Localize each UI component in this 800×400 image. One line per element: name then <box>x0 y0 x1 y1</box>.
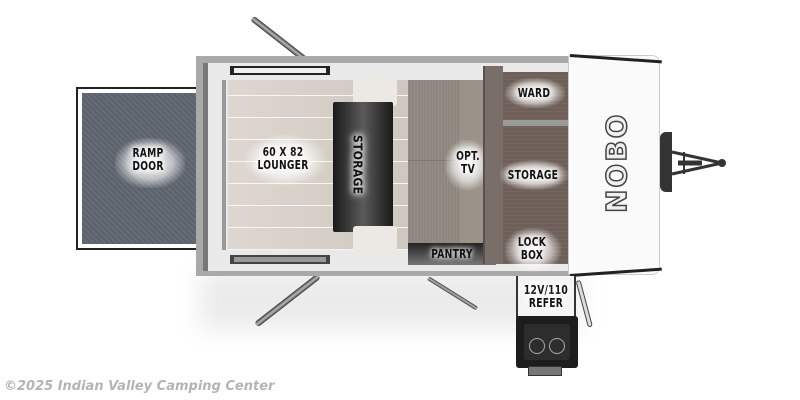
pantry <box>408 243 496 265</box>
ward-label: WARD <box>517 86 551 100</box>
lounger-label: 60 X 82 LOUNGER <box>257 145 309 172</box>
refer-label: 12V/110 REFER <box>523 283 569 310</box>
nobo-logo: NOBO <box>599 112 634 214</box>
ramp-door-label: RAMP DOOR <box>132 146 164 173</box>
front-cap <box>568 55 660 275</box>
copyright-watermark: ©2025 Indian Valley Camping Center <box>4 379 275 394</box>
burner-icon <box>549 338 565 354</box>
burner-icon <box>529 338 545 354</box>
stove <box>516 316 578 368</box>
hitch-plate <box>660 132 672 192</box>
storage-bench-label: STORAGE <box>350 135 365 195</box>
storage-bench <box>333 102 393 232</box>
hitch-icon <box>671 150 726 176</box>
cabinet-door <box>483 66 503 264</box>
bench-cushion-top <box>353 76 397 106</box>
bench-cushion-bottom <box>353 226 397 256</box>
storage-cabinet-label: STORAGE <box>507 168 559 182</box>
opt-tv-label: OPT. TV <box>456 149 480 176</box>
stove-handle <box>528 366 562 376</box>
pantry-label: PANTRY <box>431 247 473 261</box>
lock-box-label: LOCK BOX <box>517 235 547 262</box>
